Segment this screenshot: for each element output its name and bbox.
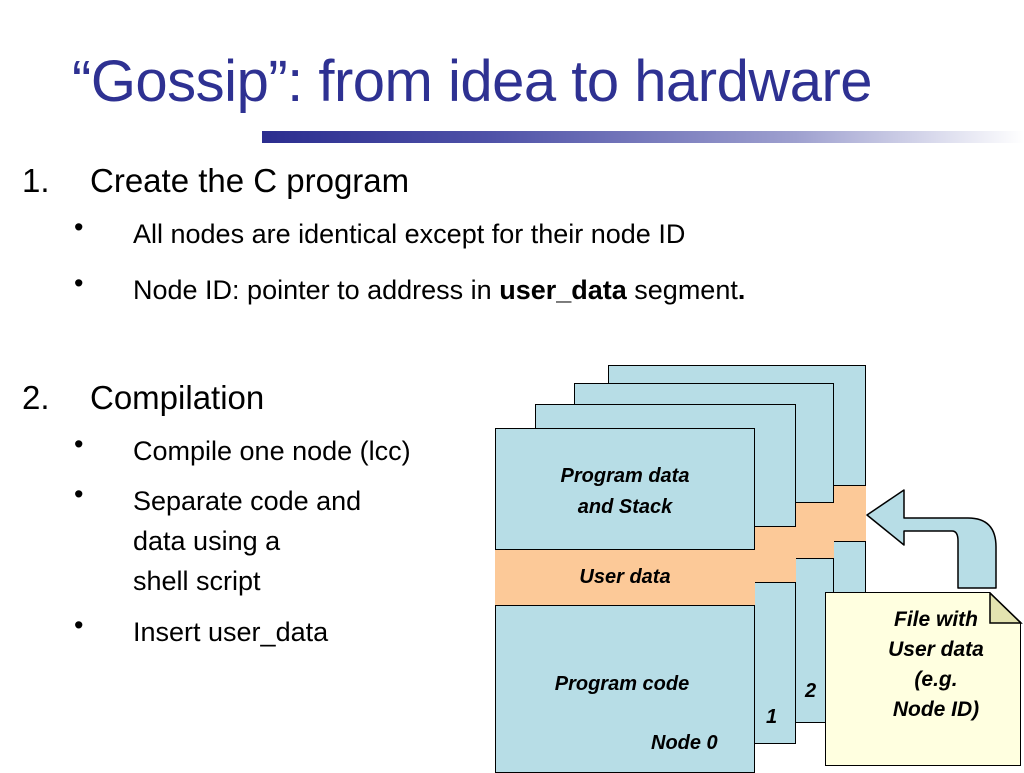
bullet-text-suffix: segment (626, 275, 738, 305)
bullet-glyph: • (74, 610, 84, 640)
item-text: Create the C program (90, 162, 410, 199)
bullet-text-prefix: Node ID: pointer to address in (133, 275, 500, 305)
bullet-line: Separate code and (133, 486, 362, 516)
bullet-text: Compile one node (lcc) (133, 436, 411, 466)
bullet-text-bold: user_data (499, 275, 627, 305)
item-text: Compilation (90, 379, 265, 416)
label-line: Program data (560, 465, 690, 487)
bullet-line: data using a (133, 526, 281, 556)
bullet-glyph: • (74, 479, 84, 509)
layer-number-1: 1 (766, 706, 778, 728)
bullet-text: Insert user_data (133, 617, 329, 647)
node-id-label: Node 0 (651, 732, 718, 754)
insert-arrow-icon (866, 489, 997, 589)
bullet-text: All nodes are identical except for their… (133, 219, 686, 249)
slide-title: “Gossip”: from idea to hardware (72, 49, 873, 114)
user-data-label: User data (579, 566, 671, 588)
item-number: 2. (22, 379, 50, 416)
bullet-text: Node ID: pointer to address in user_data… (133, 270, 745, 310)
title-underline (262, 131, 1024, 143)
user-data-band (495, 549, 755, 606)
file-note-text: File with User data (e.g. Node ID) (888, 608, 984, 721)
layer-number-2: 2 (805, 680, 817, 702)
bullet-text-period: . (737, 275, 746, 305)
bullet-glyph: • (74, 429, 84, 459)
bullet-glyph: • (74, 212, 84, 242)
note-edge (989, 592, 1022, 624)
bullet-glyph: • (74, 268, 84, 298)
bullet-text: Separate code and data using a shell scrip… (133, 481, 361, 601)
user-data-file (825, 592, 1021, 766)
program-data-label: Program data and Stack (495, 461, 755, 523)
label-line: and Stack (577, 496, 673, 518)
bullet-line: shell script (133, 566, 261, 596)
item-number: 1. (22, 162, 50, 199)
program-code-label: Program code (554, 673, 690, 695)
